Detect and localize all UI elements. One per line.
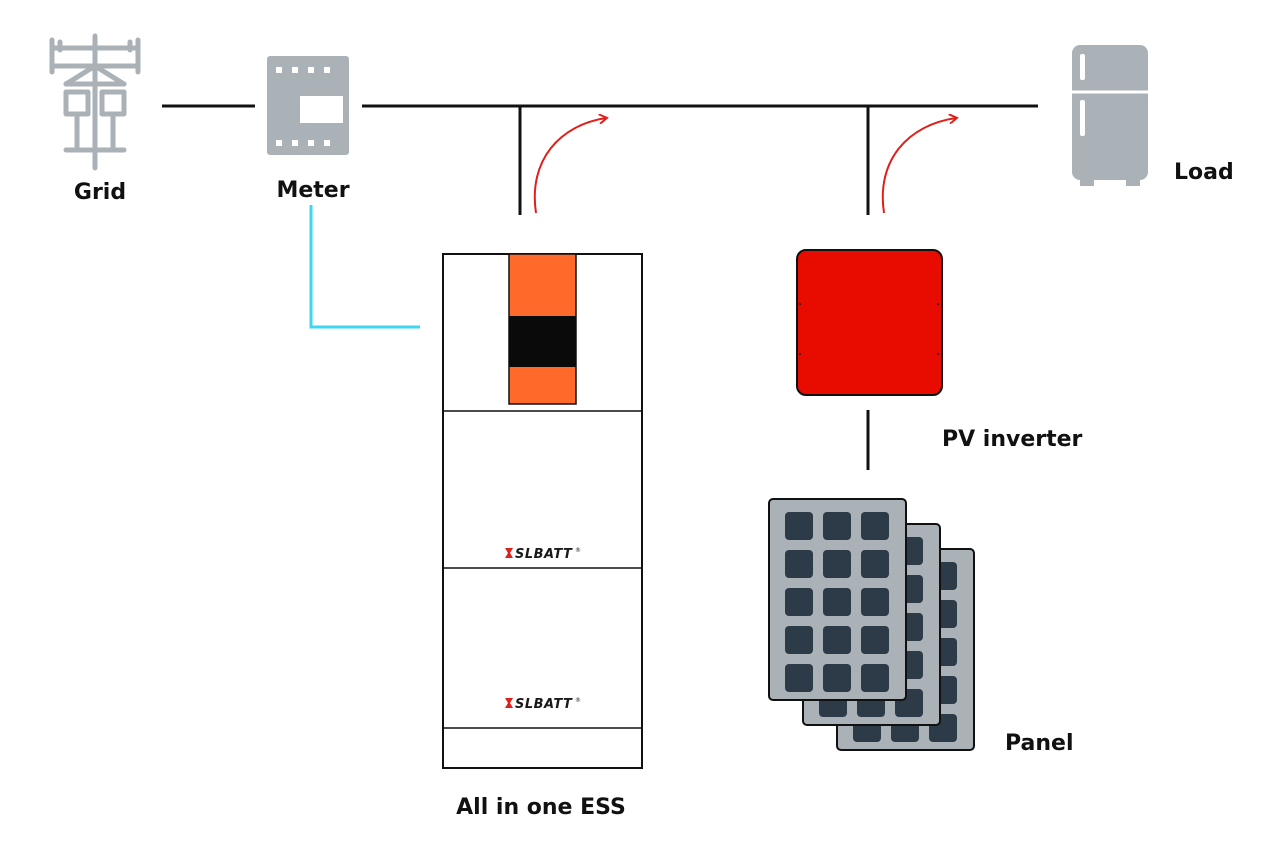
solar-cell: [823, 664, 851, 692]
solar-cell: [785, 626, 813, 654]
refrigerator-icon: [1072, 45, 1148, 186]
solar-cell: [823, 626, 851, 654]
ess-flow-arrow: [533, 118, 606, 214]
ess-display-panel: [508, 253, 577, 405]
all-in-one-ess: SLBATT ® SLBATT ®: [442, 253, 643, 769]
solar-cell: [785, 588, 813, 616]
grid-label: Grid: [74, 180, 126, 205]
solar-cell: [785, 664, 813, 692]
ess-label: All in one ESS: [456, 795, 626, 820]
solar-cell: [861, 626, 889, 654]
svg-text:SLBATT: SLBATT: [515, 547, 573, 562]
pv-inverter-label: PV inverter: [942, 427, 1083, 452]
electric-meter-icon: [267, 56, 349, 155]
solar-cell: [823, 512, 851, 540]
solar-panel-front: [768, 498, 907, 701]
utility-pole-icon: [49, 33, 141, 171]
solar-cell: [861, 512, 889, 540]
svg-text:®: ®: [575, 547, 581, 554]
solar-cell: [785, 512, 813, 540]
brand-logo-upper: SLBATT ®: [505, 547, 581, 562]
solar-cell: [823, 588, 851, 616]
solar-cell: [861, 550, 889, 578]
solar-cell: [823, 550, 851, 578]
pv-flow-arrow: [881, 118, 956, 214]
meter-comm-line: [309, 205, 420, 329]
solar-panel-stack: [768, 498, 975, 751]
solar-cell: [861, 664, 889, 692]
meter-label: Meter: [276, 178, 349, 203]
brand-logo-lower: SLBATT ®: [505, 697, 581, 712]
ac-bus: [162, 104, 1038, 470]
load-label: Load: [1174, 160, 1234, 185]
solar-cell: [785, 550, 813, 578]
solar-cell: [861, 588, 889, 616]
svg-text:SLBATT: SLBATT: [515, 697, 573, 712]
pv-inverter: [796, 249, 943, 396]
svg-text:®: ®: [575, 697, 581, 704]
panel-label: Panel: [1005, 731, 1074, 756]
